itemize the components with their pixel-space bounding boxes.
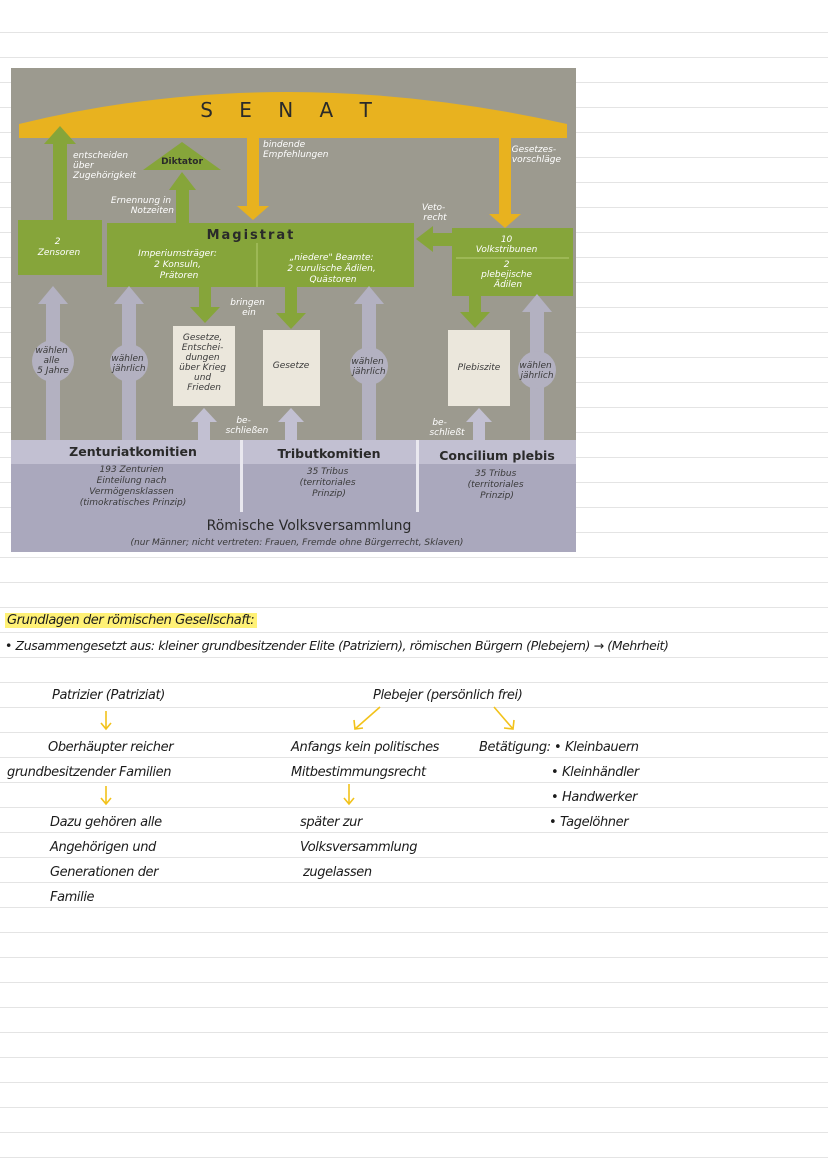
ernennung-label: Ernennung in Notzeiten xyxy=(111,196,174,216)
waehlen-jaehrlich-arrow-1 xyxy=(110,286,148,440)
plebejer-p1-line1: Anfangs kein politisches xyxy=(291,740,440,755)
betaetigung-item-1: • Kleinbauern xyxy=(554,740,639,755)
bindende-down-shaft xyxy=(247,136,259,208)
plebejer-p2-line3: zugelassen xyxy=(303,865,372,880)
gesetze-label: Gesetze xyxy=(273,361,310,371)
patrizier-p2-line1: Dazu gehören alle xyxy=(50,815,162,830)
waehlen-alle-arrow xyxy=(32,286,74,440)
assembly-divider-1 xyxy=(240,440,243,512)
gesetze-krieg-box xyxy=(173,326,235,406)
volkstribunen-label: 10 Volkstribunen 2 plebejische Ädilen xyxy=(476,235,541,290)
vorschlaege-down-shaft xyxy=(499,136,511,216)
patrizier-p2-line3: Generationen der xyxy=(50,865,159,880)
imperium-label: Imperiumsträger: 2 Konsuln, Prätoren xyxy=(138,249,220,281)
gesetze-box xyxy=(263,330,320,406)
gesetzesvorschlaege-label: Gesetzes- vorschläge xyxy=(512,145,562,165)
veto-shaft xyxy=(431,233,453,246)
zenturiat-header: Zenturiatkomitien xyxy=(69,444,197,459)
plebejer-arrow-left xyxy=(353,706,381,730)
beschliesst-label: be- schließt xyxy=(429,418,465,438)
bindende-down-arrowhead xyxy=(237,206,269,220)
betaetigung-item-2: • Kleinhändler xyxy=(551,765,639,780)
volkstribunen-block xyxy=(452,228,573,296)
diktator-triangle xyxy=(143,142,221,170)
diktator-up-shaft xyxy=(176,186,189,224)
senat-arc xyxy=(19,92,567,138)
zensoren-label: 2 Zensoren xyxy=(37,237,81,258)
plebejer-title: Plebejer (persönlich frei) xyxy=(373,688,523,703)
roman-constitution-diagram: .lbl { font-family:"DejaVu Sans", sans-s… xyxy=(11,68,576,552)
patrizier-p1-line1: Oberhäupter reicher xyxy=(48,740,174,755)
niedere-label: „niedere" Beamte: 2 curulische Ädilen, Q… xyxy=(287,253,378,285)
plebejer-p2-line2: Volksversammlung xyxy=(300,840,418,855)
plebejer-arrow-down xyxy=(343,784,355,806)
zensoren-up-arrowhead xyxy=(44,126,76,144)
veto-arrowhead xyxy=(416,226,433,252)
plebejer-p1-line2: Mitbestimmungsrecht xyxy=(291,765,426,780)
beschliessen-arrowhead-1 xyxy=(191,408,217,422)
patrizier-p2-line2: Angehörigen und xyxy=(50,840,156,855)
concilium-header: Concilium plebis xyxy=(439,448,555,463)
beschliessen-shaft-1 xyxy=(198,420,210,440)
notes-intro: • Zusammengesetzt aus: kleiner grundbesi… xyxy=(5,638,669,653)
waehlen-alle-label: wählen alle 5 Jahre xyxy=(35,346,70,376)
magistrat-down-arrowhead-1 xyxy=(190,307,220,323)
patrizier-p1-line2: grundbesitzender Familien xyxy=(7,765,172,780)
betaetigung-label: Betätigung: xyxy=(479,740,551,755)
plebiszite-label: Plebiszite xyxy=(458,363,501,373)
notes-heading: Grundlagen der römischen Gesellschaft: xyxy=(5,608,258,633)
concilium-sub: 35 Tribus (territoriales Prinzip) xyxy=(468,469,527,501)
beschliesst-arrowhead xyxy=(466,408,492,422)
beschliessen-label: be- schließen xyxy=(226,416,269,436)
waehlen-jaehrlich-label-1: wählen jährlich xyxy=(110,354,146,374)
vorschlaege-down-arrowhead xyxy=(489,214,521,228)
patrizier-p2-line4: Familie xyxy=(50,890,95,905)
magistrat-down-arrowhead-2 xyxy=(276,313,306,329)
magistrat-block xyxy=(107,223,414,241)
waehlen-jaehrlich-arrow-2 xyxy=(350,286,388,440)
patrizier-title: Patrizier (Patriziat) xyxy=(52,688,165,703)
zensoren-box xyxy=(18,220,102,275)
veto-label: Veto- recht xyxy=(422,203,448,223)
notes-heading-highlight: Grundlagen der römischen Gesellschaft: xyxy=(5,613,258,628)
betaetigung-item-4: • Tagelöhner xyxy=(549,815,629,830)
patrizier-arrow-1 xyxy=(100,711,112,731)
assembly-divider-2 xyxy=(416,440,419,512)
tribut-sub: 35 Tribus (territoriales Prinzip) xyxy=(300,467,359,499)
plebiszite-box xyxy=(448,330,510,406)
assembly-header-strip xyxy=(11,440,576,464)
beschliessen-shaft-2 xyxy=(285,420,297,440)
waehlen-jaehrlich-label-3: wählen jährlich xyxy=(518,361,554,381)
magistrat-body xyxy=(107,241,414,287)
senat-title: S E N A T xyxy=(200,98,382,122)
bindende-label: bindende Empfehlungen xyxy=(263,140,329,160)
entscheiden-label: entscheiden über Zugehörigkeit xyxy=(72,151,136,181)
plebejer-p2-line1: später zur xyxy=(300,815,362,830)
waehlen-jaehrlich-label-2: wählen jährlich xyxy=(350,357,386,377)
bringen-label: bringen ein xyxy=(230,298,267,318)
volksversammlung-title: Römische Volksversammlung xyxy=(207,518,412,534)
beschliesst-shaft xyxy=(473,420,485,440)
tribut-header: Tributkomitien xyxy=(278,446,381,461)
patrizier-arrow-2 xyxy=(100,786,112,806)
tribunen-down-arrowhead xyxy=(460,312,490,328)
magistrat-down-shaft-1 xyxy=(199,287,211,309)
beschliessen-arrowhead-2 xyxy=(278,408,304,422)
zensoren-up-shaft xyxy=(53,142,67,222)
magistrat-down-shaft-2 xyxy=(285,287,297,315)
betaetigung-item-3: • Handwerker xyxy=(551,790,638,805)
gesetze-krieg-label: Gesetze, Entschei- dungen über Krieg und… xyxy=(179,333,229,393)
diktator-label: Diktator xyxy=(161,157,203,167)
volksversammlung-sub: (nur Männer; nicht vertreten: Frauen, Fr… xyxy=(131,538,464,548)
zenturiat-sub: 193 Zenturien Einteilung nach Vermögensk… xyxy=(80,465,186,508)
waehlen-jaehrlich-arrow-3 xyxy=(518,294,556,440)
tribunen-down-shaft xyxy=(469,296,481,314)
diktator-up-arrowhead xyxy=(169,172,196,190)
plebejer-arrow-right xyxy=(493,706,515,730)
magistrat-title: Magistrat xyxy=(207,228,296,243)
